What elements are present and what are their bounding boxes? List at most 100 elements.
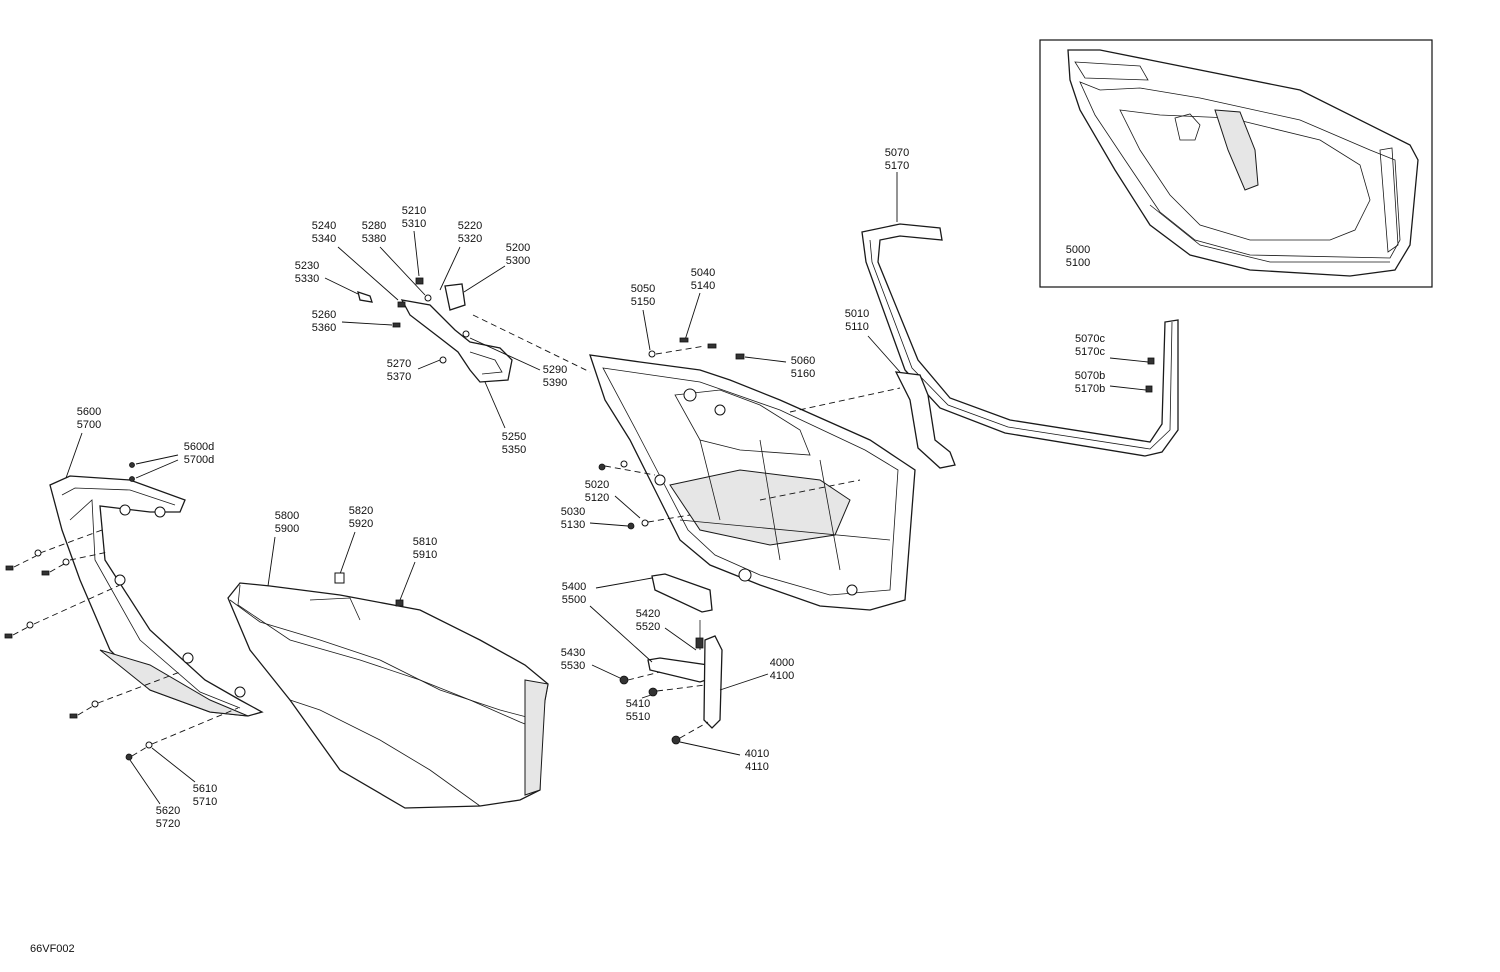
callout-5420-line2: 5520 xyxy=(636,621,660,633)
callout-5010-line2: 5110 xyxy=(845,321,869,333)
leader-5270 xyxy=(417,359,441,370)
callout-5020-line1: 5020 xyxy=(585,479,609,491)
align-line-1 xyxy=(472,314,591,373)
latch-assembly xyxy=(357,277,513,383)
callout-5800-line1: 5800 xyxy=(275,510,299,522)
callout-5250-line2: 5350 xyxy=(502,444,526,456)
inset-assembled-view: 5000 5100 xyxy=(1039,39,1433,288)
leader-5060 xyxy=(744,356,787,363)
leader-5250 xyxy=(484,381,506,429)
callout-5070-line2: 5170 xyxy=(885,160,909,172)
leader-5220 xyxy=(439,246,461,291)
callout-5400-line1: 5400 xyxy=(562,581,586,593)
callout-5050-line1: 5050 xyxy=(631,283,655,295)
callout-5430-line2: 5530 xyxy=(561,660,585,672)
callout-5060-line1: 5060 xyxy=(791,355,815,367)
callout-5020-line2: 5120 xyxy=(585,492,609,504)
callout-4010-line2: 4110 xyxy=(745,761,769,773)
leader-5200 xyxy=(463,265,506,293)
callout-5260-line1: 5260 xyxy=(312,309,336,321)
callout-5000-line1: 5000 xyxy=(1066,244,1090,256)
callout-5810-line1: 5810 xyxy=(413,536,437,548)
clip-5810 xyxy=(395,599,404,607)
callout-5070-line1: 5070 xyxy=(885,147,909,159)
callout-5070c-line2: 5170c xyxy=(1075,346,1105,358)
callout-5600d-line2: 5700d xyxy=(184,454,215,466)
leader-5820 xyxy=(339,531,356,575)
callout-5000-line2: 5100 xyxy=(1066,257,1090,269)
callout-5040-line1: 5040 xyxy=(691,267,715,279)
leader-5810 xyxy=(399,561,416,601)
callout-5230-line2: 5330 xyxy=(295,273,319,285)
trim-fasteners xyxy=(4,529,239,761)
callout-5270-line1: 5270 xyxy=(387,358,411,370)
leader-5600d-1 xyxy=(135,454,179,465)
clip-5070c xyxy=(1147,357,1155,365)
callout-4000-line1: 4000 xyxy=(770,657,794,669)
leader-5260 xyxy=(341,321,393,326)
clip-5070b xyxy=(1145,385,1153,393)
diagram-reference-code: 66VF002 xyxy=(30,943,75,955)
leader-5410 xyxy=(641,694,652,699)
leader-4000 xyxy=(719,673,769,691)
callout-5210-line1: 5210 xyxy=(402,205,426,217)
callout-5030-line2: 5130 xyxy=(561,519,585,531)
leader-5430 xyxy=(591,664,621,679)
leader-5240 xyxy=(337,246,399,301)
leader-5420 xyxy=(664,627,697,651)
callout-5070b-line2: 5170b xyxy=(1075,383,1106,395)
callout-5800-line2: 5900 xyxy=(275,523,299,535)
callout-5620-line2: 5720 xyxy=(156,818,180,830)
door-panel-part xyxy=(227,582,549,809)
callout-5620-line1: 5620 xyxy=(156,805,180,817)
callout-5270-line2: 5370 xyxy=(387,371,411,383)
callout-5400-line2: 5500 xyxy=(562,594,586,606)
callout-5210-line2: 5310 xyxy=(402,218,426,230)
leader-5050 xyxy=(642,309,651,351)
callout-5070b-line1: 5070b xyxy=(1075,370,1106,382)
callout-5410-line2: 5510 xyxy=(626,711,650,723)
frame-fasteners: 5050 5150 5040 5140 5060 5160 5020 5120 … xyxy=(561,267,815,531)
leader-5600 xyxy=(65,432,83,479)
clip-5820 xyxy=(334,572,345,584)
callout-5410-line1: 5410 xyxy=(626,698,650,710)
callout-5240-line1: 5240 xyxy=(312,220,336,232)
callout-5600-line1: 5600 xyxy=(77,406,101,418)
leader-5400b xyxy=(589,605,653,663)
callout-5820-line2: 5920 xyxy=(349,518,373,530)
callout-5230-line1: 5230 xyxy=(295,260,319,272)
leader-5010 xyxy=(867,335,901,373)
leader-5290 xyxy=(469,337,541,371)
upper-bracket-part: 5010 5110 xyxy=(845,308,956,469)
door-frame-part xyxy=(589,354,916,611)
callout-5050-line2: 5150 xyxy=(631,296,655,308)
leader-5800 xyxy=(267,536,276,587)
leader-5040 xyxy=(684,292,701,341)
callout-5220-line1: 5220 xyxy=(458,220,482,232)
align-line-2 xyxy=(789,387,901,413)
seal-clips: 5070c 5170c 5070b 5170b xyxy=(1075,333,1155,395)
callout-5610-line2: 5710 xyxy=(193,796,217,808)
callout-5220-line2: 5320 xyxy=(458,233,482,245)
door-seal-part: 5070 5170 xyxy=(861,147,1179,457)
leader-5610 xyxy=(151,747,196,783)
outer-trim-part xyxy=(49,475,264,717)
callout-4000-line2: 4100 xyxy=(770,670,794,682)
callout-5010-line1: 5010 xyxy=(845,308,869,320)
callout-5030-line1: 5030 xyxy=(561,506,585,518)
callout-5260-line2: 5360 xyxy=(312,322,336,334)
callout-5200-line2: 5300 xyxy=(506,255,530,267)
callout-5290-line1: 5290 xyxy=(543,364,567,376)
align-line-3 xyxy=(759,479,861,501)
callout-4010-line1: 4010 xyxy=(745,748,769,760)
leader-5280 xyxy=(379,246,426,296)
callout-5810-line2: 5910 xyxy=(413,549,437,561)
leader-5020 xyxy=(614,495,641,519)
callout-5250-line1: 5250 xyxy=(502,431,526,443)
callout-5060-line2: 5160 xyxy=(791,368,815,380)
callout-5820-line1: 5820 xyxy=(349,505,373,517)
callout-5600d-line1: 5600d xyxy=(184,441,215,453)
callout-5420-line1: 5420 xyxy=(636,608,660,620)
callout-5600-line2: 5700 xyxy=(77,419,101,431)
